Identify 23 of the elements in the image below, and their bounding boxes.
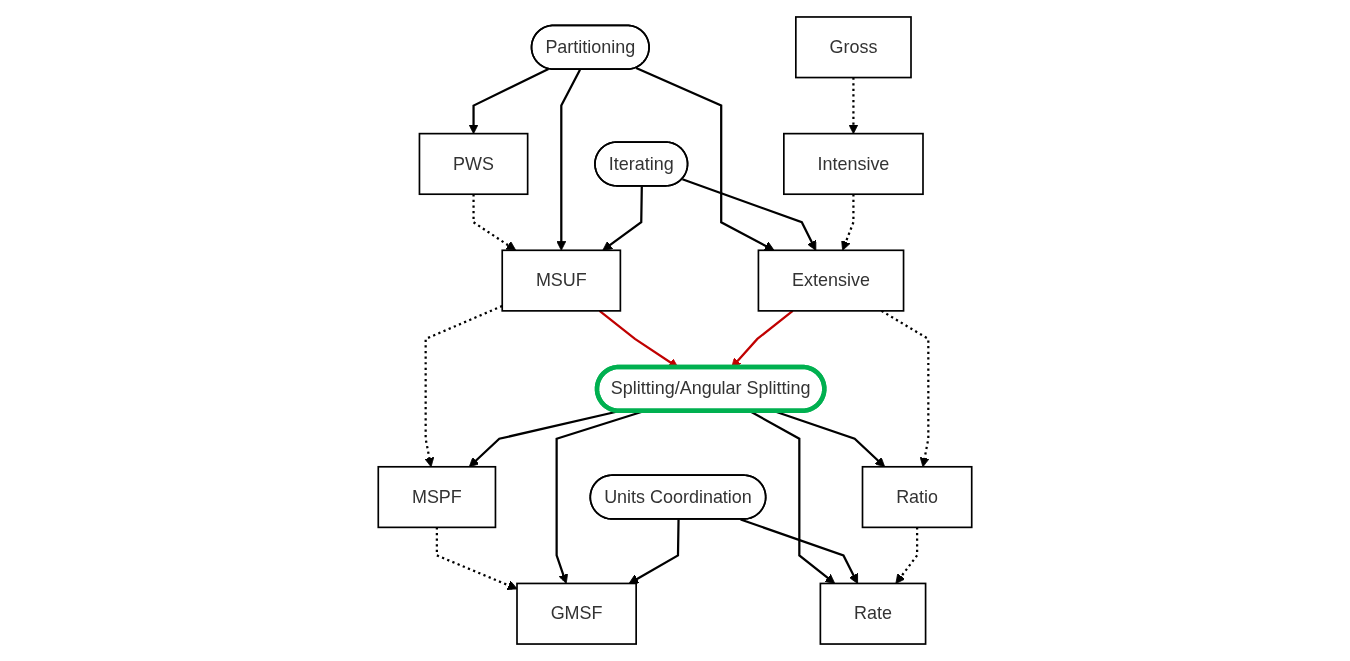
- arrow: [602, 186, 643, 251]
- arrow: [628, 519, 680, 584]
- node-box: Intensive: [783, 132, 924, 196]
- arrow: [635, 67, 775, 251]
- node-box: MSUF: [501, 249, 622, 312]
- node-box: MSPF: [377, 465, 497, 529]
- node-box: GMSF: [516, 582, 637, 645]
- node-box: Rate: [819, 582, 927, 645]
- arrow: [556, 69, 581, 251]
- node-box: PWS: [418, 132, 529, 196]
- arrow: [435, 527, 518, 590]
- arrow: [880, 309, 930, 468]
- arrow: [895, 527, 919, 584]
- arrow: [424, 304, 503, 468]
- arrow: [848, 77, 859, 135]
- arrow: [841, 194, 855, 251]
- node-box: Gross: [795, 16, 912, 79]
- arrow: [682, 178, 817, 251]
- arrow: [740, 518, 859, 584]
- node-box: Ratio: [861, 465, 973, 529]
- arrow: [472, 194, 517, 251]
- arrow: [468, 68, 549, 135]
- node-box: Extensive: [757, 249, 905, 312]
